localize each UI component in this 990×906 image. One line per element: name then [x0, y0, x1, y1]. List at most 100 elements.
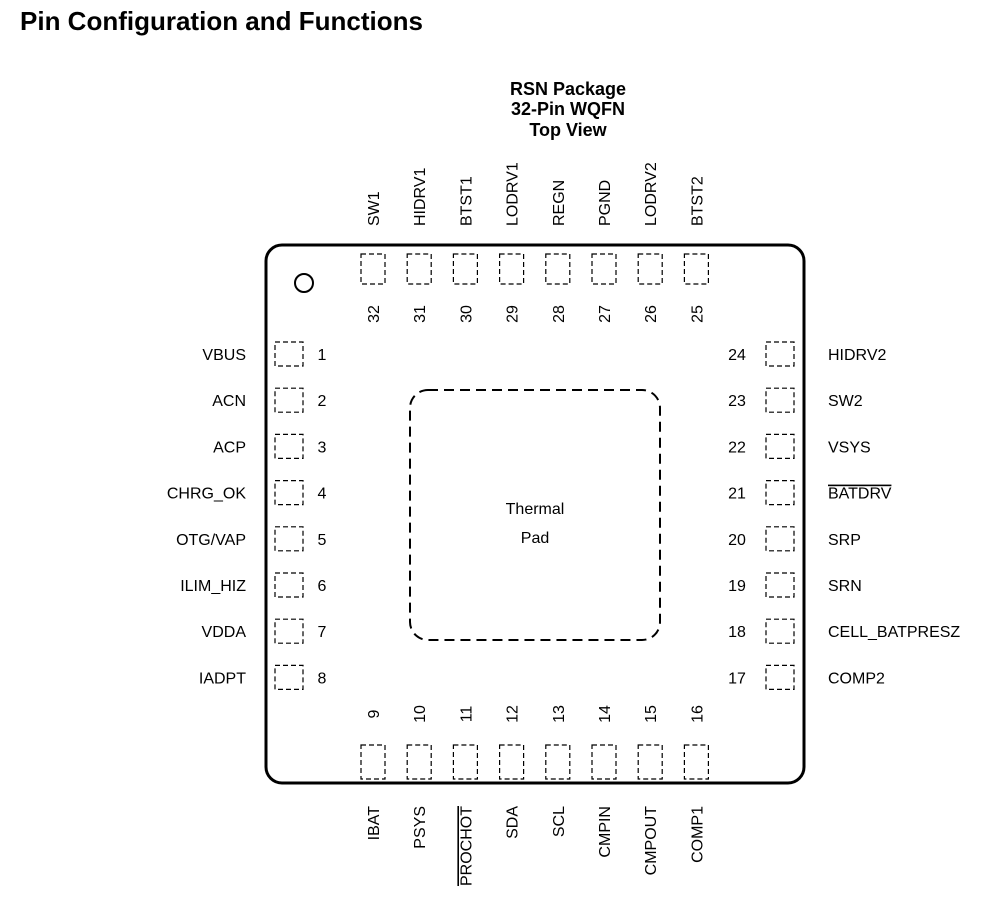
pin-pad-5: [274, 526, 304, 552]
pin-label-10: PSYS: [412, 806, 429, 849]
pin-number-14: 14: [597, 705, 614, 723]
pin-label-32: SW1: [366, 191, 383, 226]
page-title: Pin Configuration and Functions: [20, 6, 423, 36]
pin-pad-22: [765, 433, 795, 459]
pin-number-24: 24: [728, 347, 746, 364]
pin-number-12: 12: [505, 705, 522, 723]
pin-pad-16: [683, 744, 710, 780]
pin-pad-31: [406, 253, 432, 285]
pin-pad-30: [452, 253, 478, 285]
pin-label-6: ILIM_HIZ: [180, 578, 246, 595]
pin-pad-32: [360, 253, 386, 285]
pin-pad-4: [274, 480, 304, 506]
pin-pad-2: [274, 387, 304, 413]
pin-label-7: VDDA: [202, 624, 247, 641]
pin-pad-26: [637, 253, 663, 285]
package-pin-count: 32-Pin WQFN: [511, 99, 625, 119]
pin-pad-11: [452, 744, 478, 780]
pin-label-18: CELL_BATPRESZ: [828, 624, 960, 641]
pin-label-24: HIDRV2: [828, 347, 886, 364]
pin-pad-19: [765, 572, 795, 598]
pin-number-2: 2: [318, 393, 327, 410]
pin-pad-14: [591, 744, 617, 780]
pin-number-5: 5: [318, 532, 327, 549]
pin-label-25: BTST2: [689, 176, 706, 226]
pin-number-31: 31: [412, 305, 429, 323]
pin-label-1: VBUS: [202, 347, 246, 364]
pin-pad-28: [545, 253, 571, 285]
pin-label-3: ACP: [213, 439, 246, 456]
pin-number-4: 4: [318, 486, 327, 503]
pin-number-27: 27: [597, 305, 614, 323]
pin-pad-7: [274, 618, 304, 644]
pin-number-9: 9: [366, 709, 383, 718]
pin-number-22: 22: [728, 439, 746, 456]
pin1-marker: [294, 273, 314, 293]
pin-label-4: CHRG_OK: [167, 486, 246, 503]
pin-number-25: 25: [689, 305, 706, 323]
pin-number-20: 20: [728, 532, 746, 549]
pin-pad-1: [274, 341, 304, 367]
pin-pad-12: [499, 744, 525, 780]
pin-number-29: 29: [505, 305, 522, 323]
pin-label-21: BATDRV: [828, 486, 892, 503]
thermal-pad-outline: [409, 389, 661, 641]
pin-pad-9: [360, 744, 386, 780]
pin-label-29: LODRV1: [505, 162, 522, 226]
pin-pad-18: [765, 618, 795, 644]
pin-number-8: 8: [318, 670, 327, 687]
pin-pad-3: [274, 433, 304, 459]
pin-pad-25: [683, 253, 710, 285]
pin-label-31: HIDRV1: [412, 168, 429, 226]
pin-label-15: CMPOUT: [643, 806, 660, 876]
pin-label-11: PROCHOT: [458, 806, 475, 886]
package-name: RSN Package: [510, 79, 626, 99]
package-view: Top View: [529, 120, 607, 140]
pin-pad-21: [765, 480, 795, 506]
pin-number-19: 19: [728, 578, 746, 595]
pin-label-22: VSYS: [828, 439, 871, 456]
thermal-pad-label-2: Pad: [521, 530, 549, 547]
pin-label-28: REGN: [551, 180, 568, 226]
pin-number-7: 7: [318, 624, 327, 641]
pin-pad-24: [765, 341, 795, 367]
pin-number-15: 15: [643, 705, 660, 723]
pin-pad-23: [765, 387, 795, 413]
pin-pad-17: [765, 664, 795, 691]
pin-pad-27: [591, 253, 617, 285]
pin-pad-8: [274, 664, 304, 691]
pin-number-17: 17: [728, 670, 746, 687]
pin-number-13: 13: [551, 705, 568, 723]
pin-pad-6: [274, 572, 304, 598]
pin-number-21: 21: [728, 486, 746, 503]
pin-label-9: IBAT: [366, 806, 383, 841]
pins-group: 1VBUS2ACN3ACP4CHRG_OK5OTG/VAP6ILIM_HIZ7V…: [167, 162, 961, 886]
pin-label-12: SDA: [505, 806, 522, 839]
pin-label-16: COMP1: [689, 806, 706, 863]
pin-number-11: 11: [458, 706, 475, 723]
pin-pad-13: [545, 744, 571, 780]
pin-number-18: 18: [728, 624, 746, 641]
thermal-pad-label: Thermal: [506, 501, 565, 518]
pin-number-16: 16: [689, 705, 706, 723]
pin-number-1: 1: [318, 347, 327, 364]
pin-label-30: BTST1: [458, 176, 475, 226]
pin-number-3: 3: [318, 439, 327, 456]
pin-label-17: COMP2: [828, 670, 885, 687]
pin-pad-15: [637, 744, 663, 780]
pin-label-8: IADPT: [199, 670, 246, 687]
pin-label-23: SW2: [828, 393, 863, 410]
pin-pad-20: [765, 526, 795, 552]
pin-number-10: 10: [412, 705, 429, 723]
pin-label-14: CMPIN: [597, 806, 614, 858]
pin-number-6: 6: [318, 578, 327, 595]
pin-pad-29: [499, 253, 525, 285]
pin-number-23: 23: [728, 393, 746, 410]
pin-number-32: 32: [366, 305, 383, 323]
pin-label-13: SCL: [551, 806, 568, 837]
pin-label-19: SRN: [828, 578, 862, 595]
pin-number-26: 26: [643, 305, 660, 323]
pin-label-2: ACN: [212, 393, 246, 410]
pin-pad-10: [406, 744, 432, 780]
